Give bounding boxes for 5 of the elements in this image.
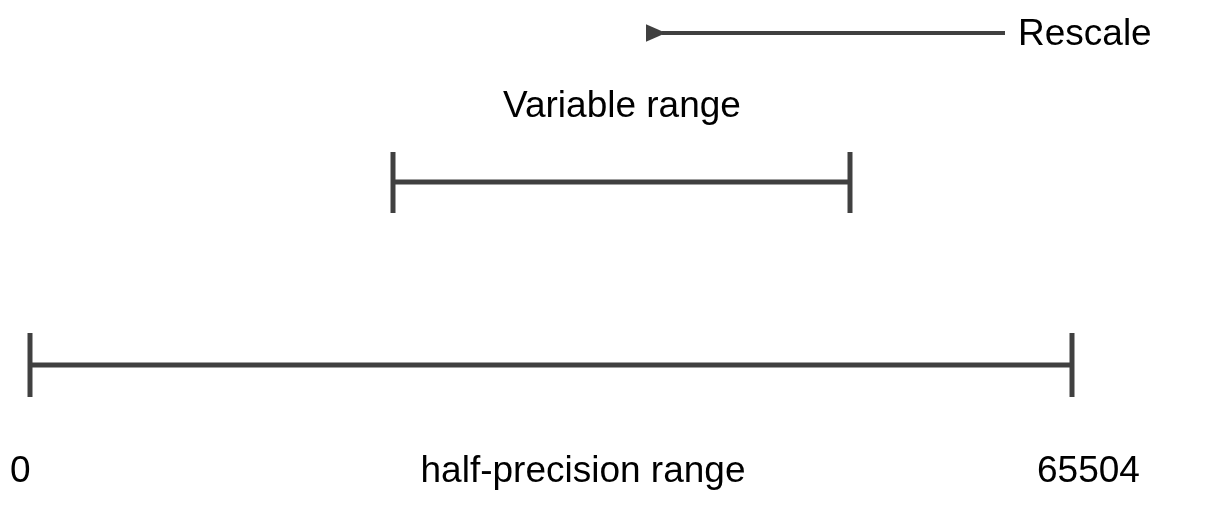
tick-label: 65504: [1037, 450, 1140, 491]
tick-label: 0: [10, 450, 31, 491]
range-label: half-precision range: [420, 450, 746, 491]
axis-label: Rescale: [1018, 13, 1152, 54]
range-label: Variable range: [503, 85, 741, 126]
